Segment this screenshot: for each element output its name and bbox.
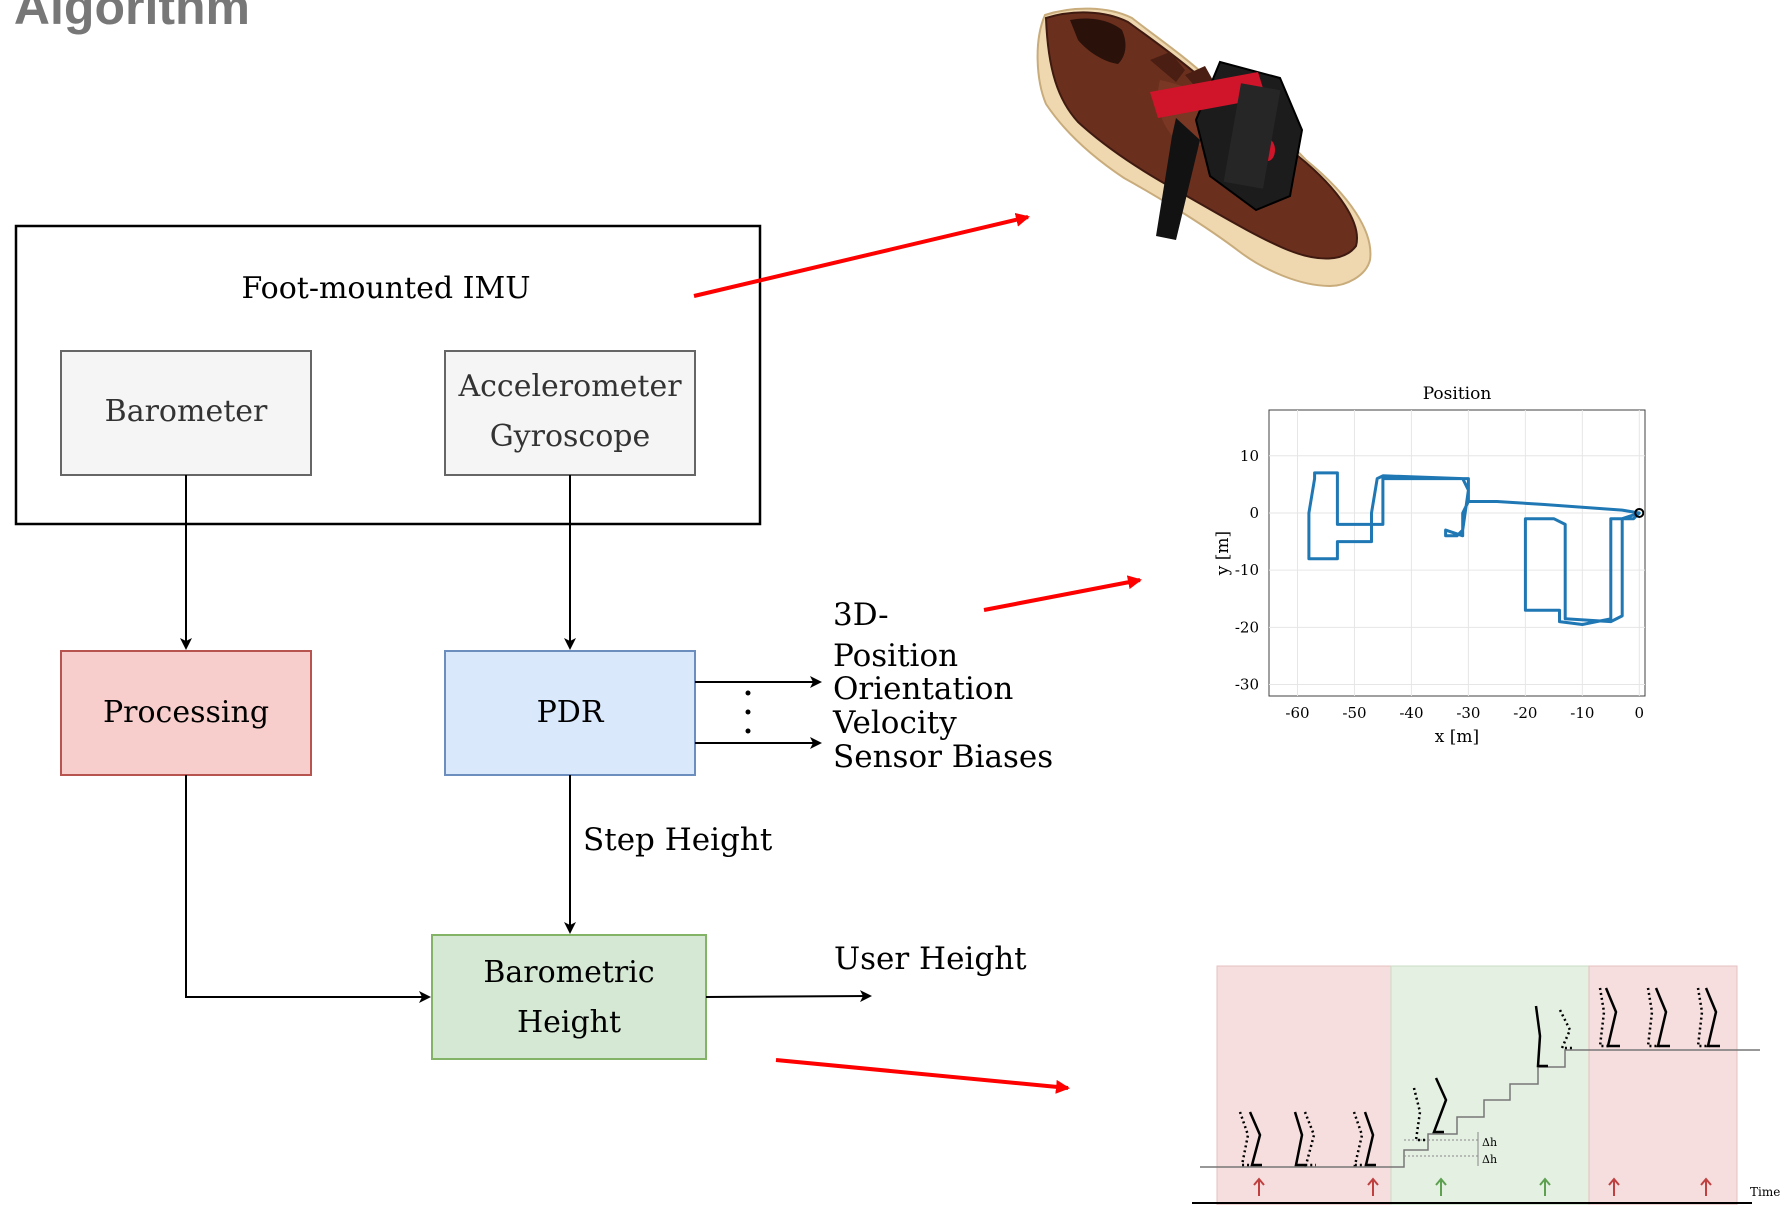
pointer-arrows [693,212,1142,1094]
shoe-with-imu-icon [1036,7,1372,288]
position-ytick-label: -20 [1235,618,1259,636]
block-diagram: Foot-mounted IMU Barometer Accelerometer… [14,224,1053,1060]
position-plot-axes [1268,409,1646,697]
position-xtick-label: -50 [1342,704,1366,722]
stairs-figure: Δh Δh Time [1192,965,1780,1205]
step-event-arrows [1253,1177,1712,1196]
pointer-arrow-to-shoe [693,212,1030,298]
position-plot: -60 -50 -40 -30 -20 -10 0 10 0 -10 -20 -30 Position… [1213,384,1646,747]
delta-h-label-2: Δh [1482,1153,1497,1166]
output-sensor-biases-label: Sensor Biases [833,739,1053,775]
step-height-label: Step Height [583,822,773,858]
position-xtick-label: -60 [1285,704,1309,722]
position-xtick-label: 0 [1635,704,1645,722]
position-xtick-label: -30 [1456,704,1480,722]
position-trajectory [1307,471,1641,626]
barometer-label: Barometer [105,394,268,429]
ellipsis-dots [745,690,751,734]
processing-box [60,650,312,776]
pdr-box [444,650,696,776]
gyroscope-label: Gyroscope [490,419,651,454]
barometric-height-box [431,934,707,1060]
arrow-baro-user-height [705,990,872,1003]
output-orientation-label: Orientation [833,671,1013,707]
time-axis-label: Time [1750,1185,1780,1199]
accelerometer-label: Accelerometer [457,369,682,404]
imu-label: Foot-mounted IMU [241,271,530,306]
pointer-arrow-to-stairs [775,1058,1070,1094]
position-ytick-label: 0 [1249,504,1259,522]
output-3d-label: 3D- [833,597,889,633]
arrow-processing-baro [185,775,431,1003]
position-ytick-label: -10 [1235,561,1259,579]
pdr-label: PDR [537,695,605,730]
output-velocity-label: Velocity [832,705,957,741]
position-plot-ylabel: y [m] [1213,531,1233,576]
user-height-label: User Height [834,941,1027,977]
accel-gyro-box [444,350,696,476]
position-plot-xlabel: x [m] [1435,727,1479,747]
foot-icons [1238,987,1720,1167]
pointer-arrow-to-position-plot [983,575,1142,612]
position-plot-grid [1269,410,1645,696]
delta-h-label-1: Δh [1482,1136,1497,1149]
stairs-profile [1200,1049,1760,1168]
processing-label: Processing [103,695,269,730]
position-plot-title: Position [1423,384,1492,404]
stairs-region-climbing [1390,965,1590,1205]
position-ytick-label: -30 [1235,676,1259,694]
imu-container [14,224,762,526]
output-position-label: Position [833,638,958,674]
slide-title: l Algorithm [0,0,251,35]
position-xtick-label: -40 [1399,704,1423,722]
stairs-region-level-1 [1216,965,1392,1205]
barometric-label: Barometric [483,955,654,990]
position-start-marker [1634,507,1645,518]
barometer-box [60,350,312,476]
position-plot-ticks: -60 -50 -40 -30 -20 -10 0 10 0 -10 -20 -30 [1235,447,1644,722]
position-xtick-label: -20 [1513,704,1537,722]
position-ytick-label: 10 [1240,447,1259,465]
height-label: Height [517,1005,621,1040]
position-xtick-label: -10 [1570,704,1594,722]
